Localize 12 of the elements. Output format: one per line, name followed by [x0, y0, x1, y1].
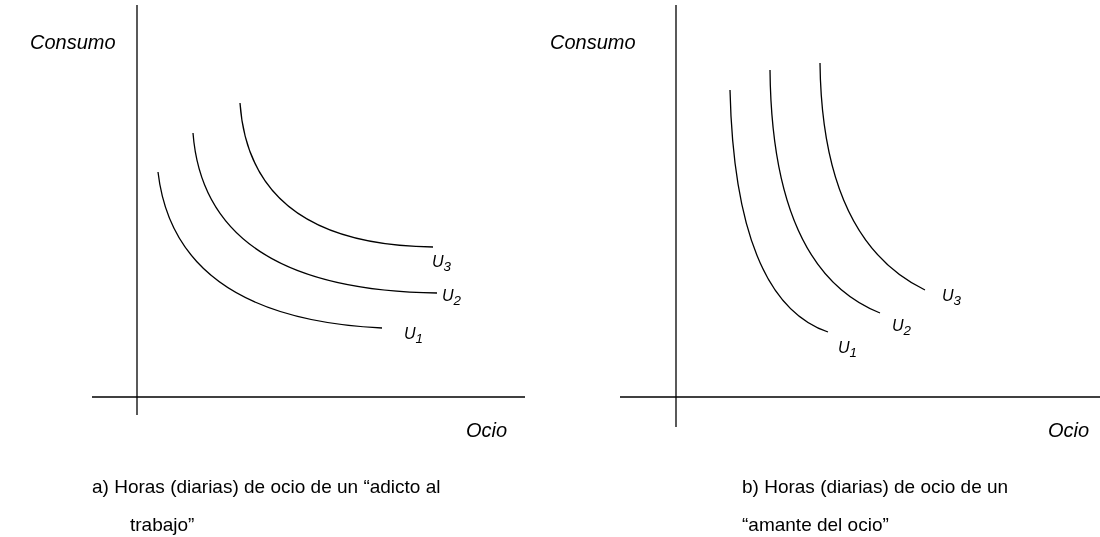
- figure-caption: a) Horas (diarias) de ocio de un “adicto al trabajo”: [92, 475, 442, 537]
- figure-caption: b) Horas (diarias) de ocio de un “amante del ocio”: [742, 475, 1010, 537]
- axis-label: Consumo: [30, 30, 116, 54]
- axis-label: Ocio: [466, 418, 508, 442]
- curve-label: U$_{1}$: [404, 324, 423, 348]
- axis-label: Ocio: [1048, 418, 1090, 442]
- curve-label: U$_{3}$: [942, 286, 961, 310]
- curve-label: U$_{1}$: [838, 338, 857, 362]
- curve-label: U$_{2}$: [892, 316, 911, 340]
- curve-label: U$_{3}$: [432, 252, 451, 276]
- curve-label: U$_{2}$: [442, 286, 461, 310]
- axis-label: Consumo: [550, 30, 636, 54]
